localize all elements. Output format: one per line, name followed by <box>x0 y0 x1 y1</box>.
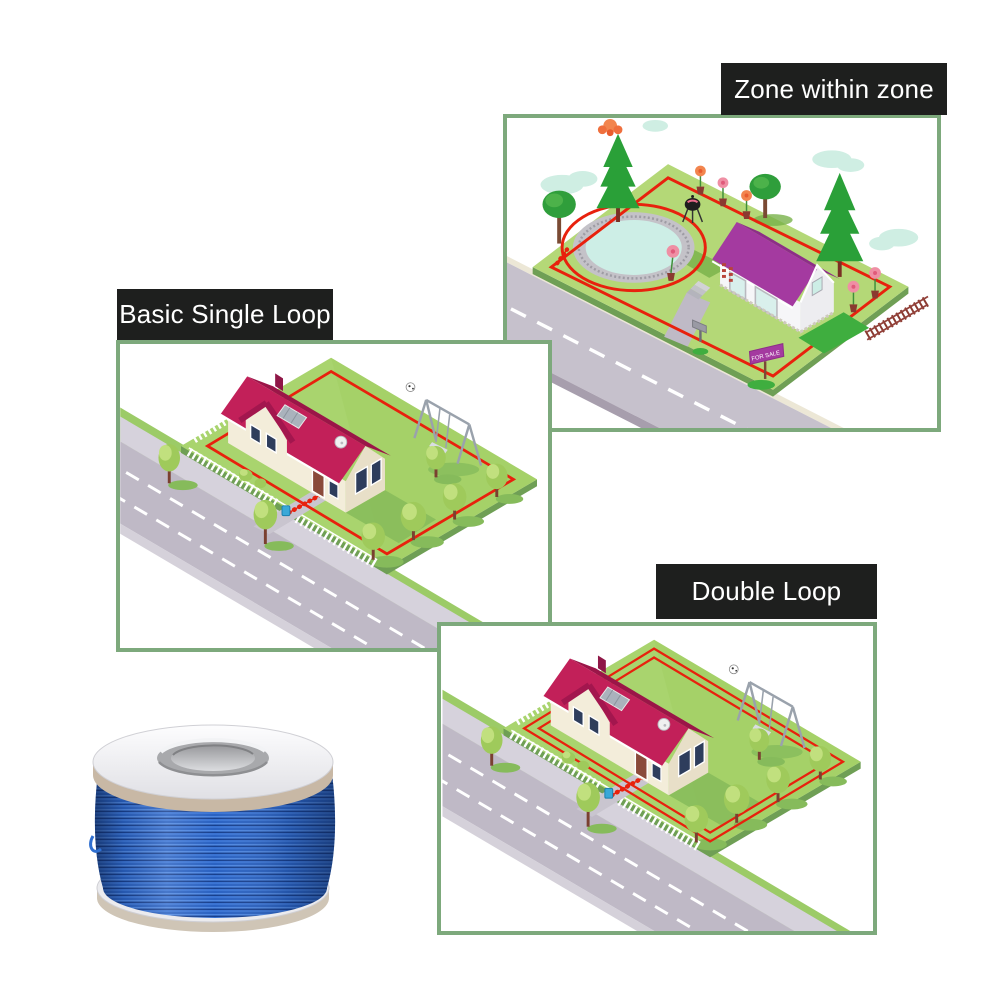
panel-basic-single-loop <box>116 340 552 652</box>
clouds <box>540 119 919 251</box>
double-loop-illustration <box>441 626 873 931</box>
label-zone-text: Zone within zone <box>734 73 934 104</box>
panel-zone-within-zone: FOR SALE <box>503 114 941 432</box>
label-double-loop: Double Loop <box>656 564 877 619</box>
pond <box>572 212 695 283</box>
panel-double-loop <box>437 622 877 935</box>
zone-house <box>711 221 840 334</box>
center-hole <box>171 745 255 771</box>
mailbox <box>692 319 707 342</box>
single-loop-illustration <box>120 344 548 648</box>
loose-wire-end <box>89 835 102 853</box>
label-zone-within-zone: Zone within zone <box>721 63 947 115</box>
lawn-slab <box>532 267 909 397</box>
potted-flowers <box>666 165 881 313</box>
label-basic-single-loop: Basic Single Loop <box>117 289 333 340</box>
label-single-text: Basic Single Loop <box>119 299 331 329</box>
top-flange <box>92 724 334 812</box>
spool-graphic <box>89 724 336 932</box>
zone-illustration: FOR SALE <box>507 118 931 428</box>
wood-fence <box>864 295 931 341</box>
grass-patches <box>692 312 870 390</box>
bbq-grill <box>682 195 704 223</box>
zone-trees <box>542 133 864 277</box>
top-flower <box>597 118 623 137</box>
label-double-text: Double Loop <box>691 576 842 606</box>
driveway <box>664 280 711 347</box>
blue-wire-spool-photo <box>83 688 347 940</box>
